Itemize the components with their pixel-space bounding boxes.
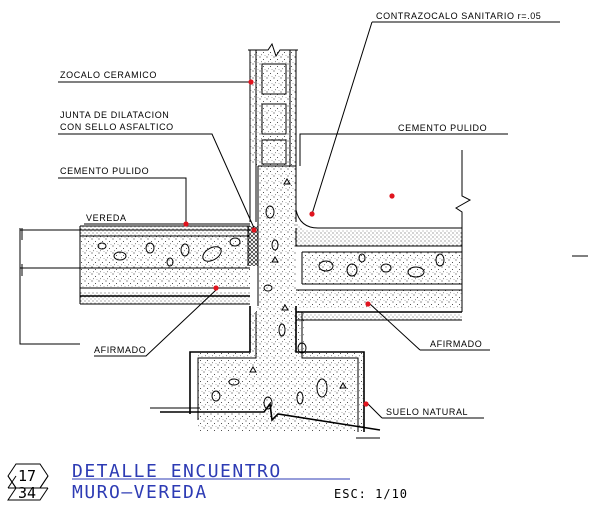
label-junta-line2: CON SELLO ASFALTICO [60, 122, 174, 132]
sidewalk-left [20, 225, 259, 305]
label-vereda: VEREDA [86, 213, 127, 223]
marker-contrazocalo [309, 211, 315, 217]
label-zocalo: ZOCALO CERAMICO [60, 70, 157, 80]
marker-zocalo [248, 79, 254, 85]
title-block: 17 34 DETALLE ENCUENTRO MURO—VEREDA ESC:… [7, 461, 408, 503]
label-suelo: SUELO NATURAL [386, 407, 468, 417]
wall [248, 42, 298, 222]
floor-right [295, 150, 472, 321]
label-junta-line1: JUNTA DE DILATACION [60, 110, 169, 120]
label-cemento-right: CEMENTO PULIDO [398, 123, 487, 133]
drawing-title-line2: MURO—VEREDA [72, 482, 208, 503]
label-contrazocalo: CONTRAZOCALO SANITARIO r=.05 [376, 11, 541, 21]
marker-cemento-right [389, 193, 395, 199]
reference-markers [183, 79, 395, 407]
marker-afirmado-right [365, 301, 371, 307]
label-cemento-left: CEMENTO PULIDO [60, 166, 149, 176]
drawing-title-line1: DETALLE ENCUENTRO [72, 461, 282, 482]
marker-afirmado-left [213, 285, 219, 291]
foundation [189, 165, 365, 432]
annotation-labels: CONTRAZOCALO SANITARIO r=.05 ZOCALO CERA… [60, 11, 541, 417]
leader-lines [19, 21, 588, 419]
label-afirmado-right: AFIRMADO [430, 339, 482, 349]
marker-suelo [363, 401, 369, 407]
drawing-scale: ESC: 1/10 [334, 487, 408, 501]
ground-line [150, 401, 381, 439]
marker-junta [251, 227, 257, 233]
sheet-number-top: 17 [18, 467, 36, 485]
marker-cemento-left [183, 221, 189, 227]
label-afirmado-left: AFIRMADO [94, 345, 146, 355]
sheet-number-bottom: 34 [18, 484, 36, 502]
